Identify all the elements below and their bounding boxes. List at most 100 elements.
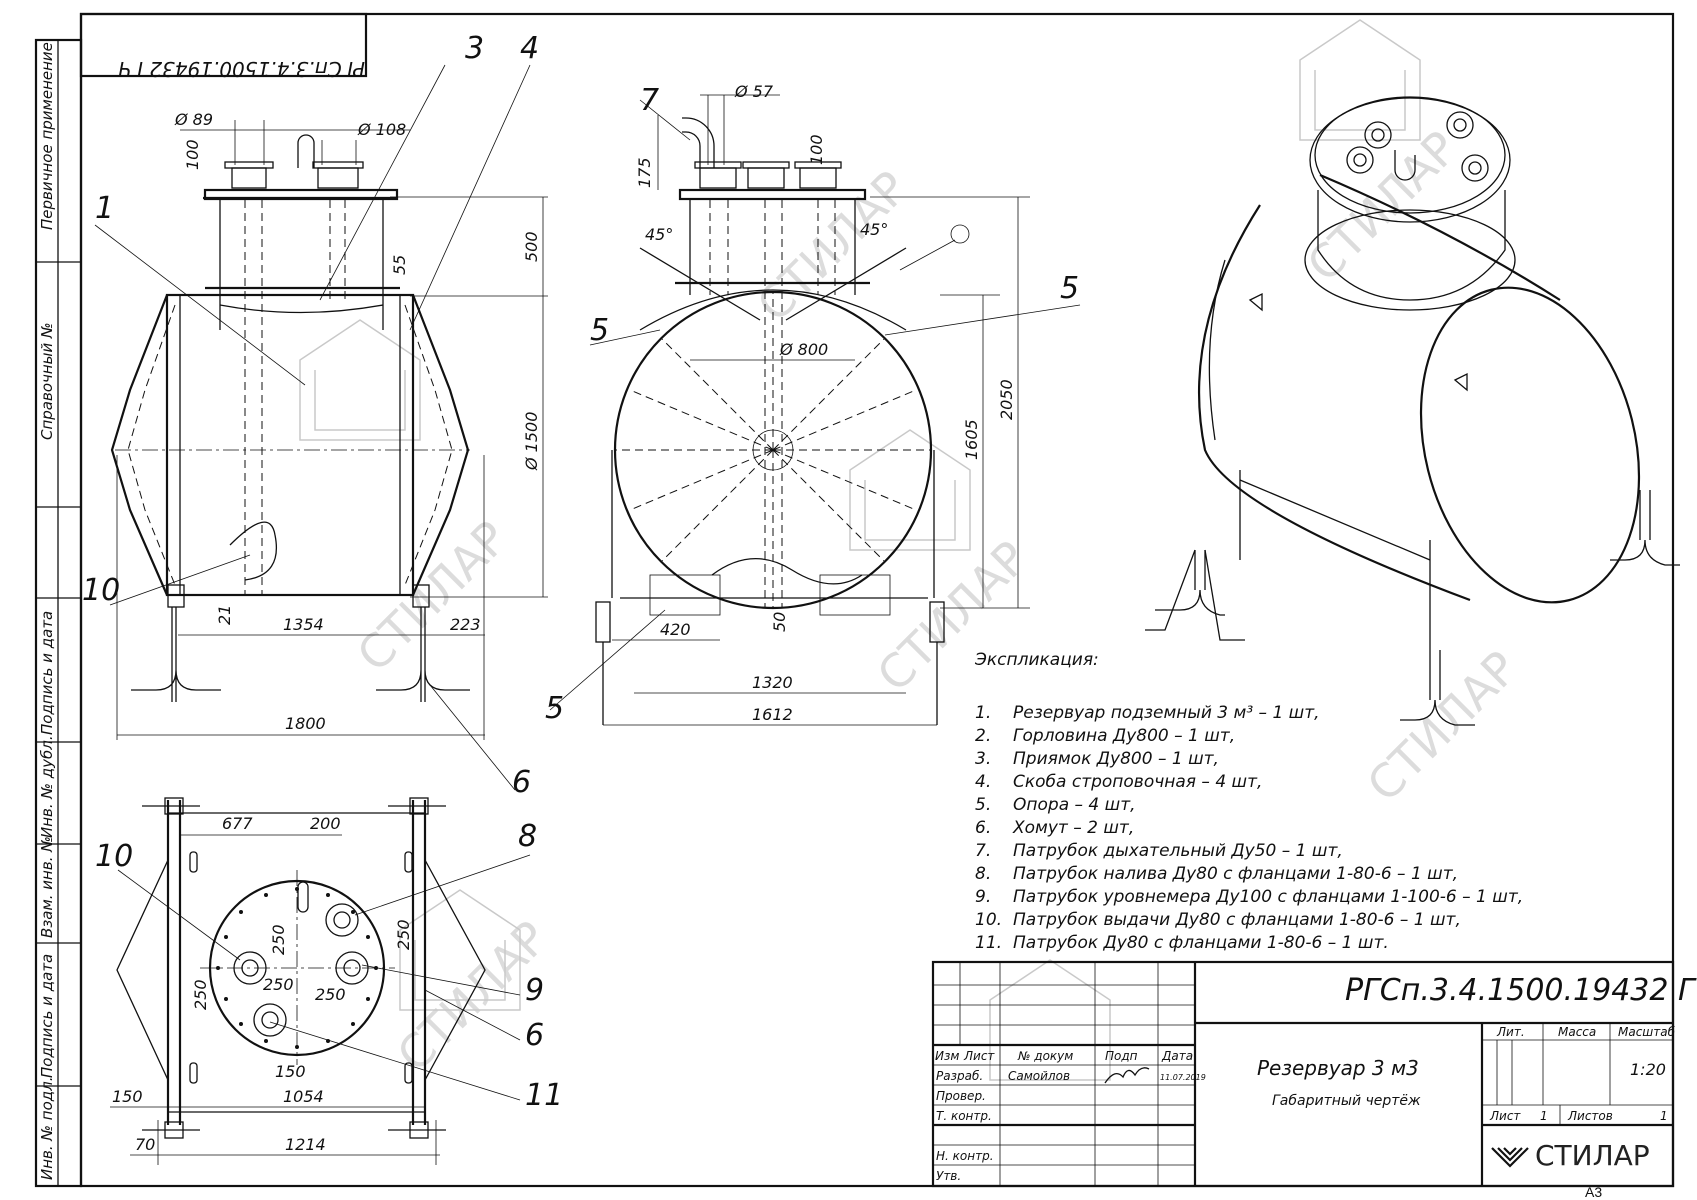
side-view (595, 117, 970, 725)
format-label: A3 (1585, 1184, 1602, 1200)
lbl-listov: Листов (1567, 1109, 1613, 1123)
watermark-text: СТИЛАР (347, 511, 518, 682)
dim-d57: Ø 57 (734, 82, 774, 101)
explication-item-text: Горловина Ду800 – 1 шт, (1013, 726, 1235, 746)
title-code: РГСп.3.4.1500.19432 ГЧ (1345, 973, 1697, 1008)
watermark-text: СТИЛАР (747, 161, 918, 332)
dim-1800: 1800 (285, 714, 326, 733)
leader-5b: 5 (1060, 271, 1079, 306)
lbl-massa: Масса (1558, 1025, 1596, 1039)
explication-item-num: 7. (975, 841, 991, 861)
mirrored-doc-code: РГСп.3.4.1500.19432 ГЧ (118, 57, 365, 81)
dim-100b: 100 (807, 134, 826, 165)
row-nkont: Н. контр. (936, 1149, 994, 1163)
explication-item-text: Резервуар подземный 3 м³ – 1 шт, (1013, 703, 1320, 723)
dim-45l: 45° (645, 225, 673, 244)
dim-w250a: 250 (263, 975, 294, 994)
dim-175: 175 (635, 157, 654, 188)
leader-7: 7 (640, 83, 659, 118)
dim-2050: 2050 (997, 379, 1016, 420)
leader-10b: 10 (95, 839, 133, 874)
front-view-dimensions: Ø 89 Ø 108 100 500 Ø 1500 55 21 1354 223… (116, 110, 548, 740)
explication-item-num: 2. (975, 726, 991, 746)
leader-10a: 10 (82, 573, 120, 608)
side-label-inv: Инв. № подл. (38, 1077, 56, 1180)
leader-3: 3 (465, 31, 484, 66)
front-view (110, 134, 470, 702)
plan-view-dimensions: 677 200 250 250 250 250 250 150 1054 150… (110, 814, 440, 1165)
hdr-izm: Изм (935, 1049, 959, 1063)
watermark-text: СТИЛАР (1357, 641, 1528, 812)
explication-item-num: 5. (975, 795, 991, 815)
watermark-text: СТИЛАР (867, 531, 1038, 702)
leader-1: 1 (95, 191, 114, 226)
row-tkont: Т. контр. (936, 1109, 992, 1123)
dim-v250b: 250 (394, 919, 413, 950)
side-label-sign2: Подпись и дата (38, 954, 56, 1078)
watermark-text: СТИЛАР (1297, 121, 1468, 292)
dim-1605: 1605 (962, 419, 981, 460)
hdr-sign: Подп (1105, 1049, 1138, 1063)
dim-21: 21 (215, 605, 234, 625)
title-name: Резервуар 3 м3 (1257, 1056, 1419, 1080)
company-logo: СТИЛАР (1491, 1139, 1650, 1172)
dim-d1500: Ø 1500 (522, 412, 541, 471)
explication-list: Экспликация: 1. Резервуар подземный 3 м³ … (974, 650, 1523, 953)
explication-item-num: 3. (975, 749, 991, 769)
title-block: РГСп.3.4.1500.19432 ГЧ Резервуар 3 м3 Га… (931, 960, 1697, 1200)
leader-9: 9 (525, 973, 544, 1008)
side-view-leaders: 7 5 5 5 (545, 83, 1081, 726)
leader-8: 8 (518, 819, 537, 854)
dim-200: 200 (310, 814, 341, 833)
dim-1054: 1054 (283, 1087, 324, 1106)
dim-500: 500 (522, 231, 541, 262)
side-label-sign1: Подпись и дата (38, 611, 56, 735)
val-listov: 1 (1660, 1109, 1668, 1123)
side-view-dimensions: Ø 57 175 100 45° 45° Ø 800 2050 1605 420… (603, 82, 1030, 726)
val-scale: 1:20 (1630, 1060, 1666, 1079)
dim-50: 50 (770, 612, 789, 632)
row-prover: Провер. (936, 1089, 986, 1103)
side-label-primary: Первичное применение (38, 42, 56, 230)
explication-item-num: 4. (975, 772, 991, 792)
dim-223: 223 (450, 615, 481, 634)
explication-item-text: Опора – 4 шт, (1013, 795, 1136, 815)
row-utv: Утв. (936, 1169, 961, 1183)
leader-5a: 5 (590, 313, 609, 348)
explication-item-text: Патрубок уровнемера Ду100 с фланцами 1-1… (1013, 887, 1523, 907)
explication-item-text: Приямок Ду800 – 1 шт, (1013, 749, 1219, 769)
razrab-date: 11.07.2019 (1160, 1073, 1206, 1082)
leader-5c: 5 (545, 691, 564, 726)
explication-item-num: 6. (975, 818, 991, 838)
explication-item-num: 8. (975, 864, 991, 884)
hdr-list: Лист (963, 1049, 995, 1063)
explication-item-num: 11. (975, 933, 1002, 953)
explication-item-num: 9. (975, 887, 991, 907)
lbl-lit: Лит. (1496, 1025, 1525, 1039)
front-view-leaders: 1 3 4 10 6 (82, 31, 539, 800)
dim-w250b: 250 (315, 985, 346, 1004)
explication-item-num: 10. (975, 910, 1002, 930)
dim-1354: 1354 (283, 615, 324, 634)
side-label-vzam: Взам. инв. № (38, 836, 56, 938)
leader-6b: 6 (525, 1018, 544, 1053)
lbl-list: Лист (1489, 1109, 1521, 1123)
dim-677: 677 (222, 814, 253, 833)
title-subtitle: Габаритный чертёж (1272, 1093, 1421, 1109)
dim-d108: Ø 108 (357, 120, 406, 139)
hdr-doc: № докум (1017, 1049, 1073, 1063)
plan-view-leaders: 10 8 9 6 11 (95, 819, 563, 1113)
explication-item-text: Скоба строповочная – 4 шт, (1013, 772, 1262, 792)
company-name: СТИЛАР (1535, 1139, 1650, 1172)
razrab-name: Самойлов (1008, 1069, 1070, 1083)
explication-item-text: Хомут – 2 шт, (1012, 818, 1134, 838)
dim-45r: 45° (860, 220, 888, 239)
explication-item-text: Патрубок выдачи Ду80 с фланцами 1-80-6 –… (1013, 910, 1461, 930)
dim-420: 420 (660, 620, 691, 639)
explication-item-num: 1. (975, 703, 991, 723)
dim-150a: 150 (275, 1062, 306, 1081)
dim-1320: 1320 (752, 673, 793, 692)
explication-title: Экспликация: (974, 650, 1099, 670)
leader-6a: 6 (512, 765, 531, 800)
val-list: 1 (1540, 1109, 1548, 1123)
